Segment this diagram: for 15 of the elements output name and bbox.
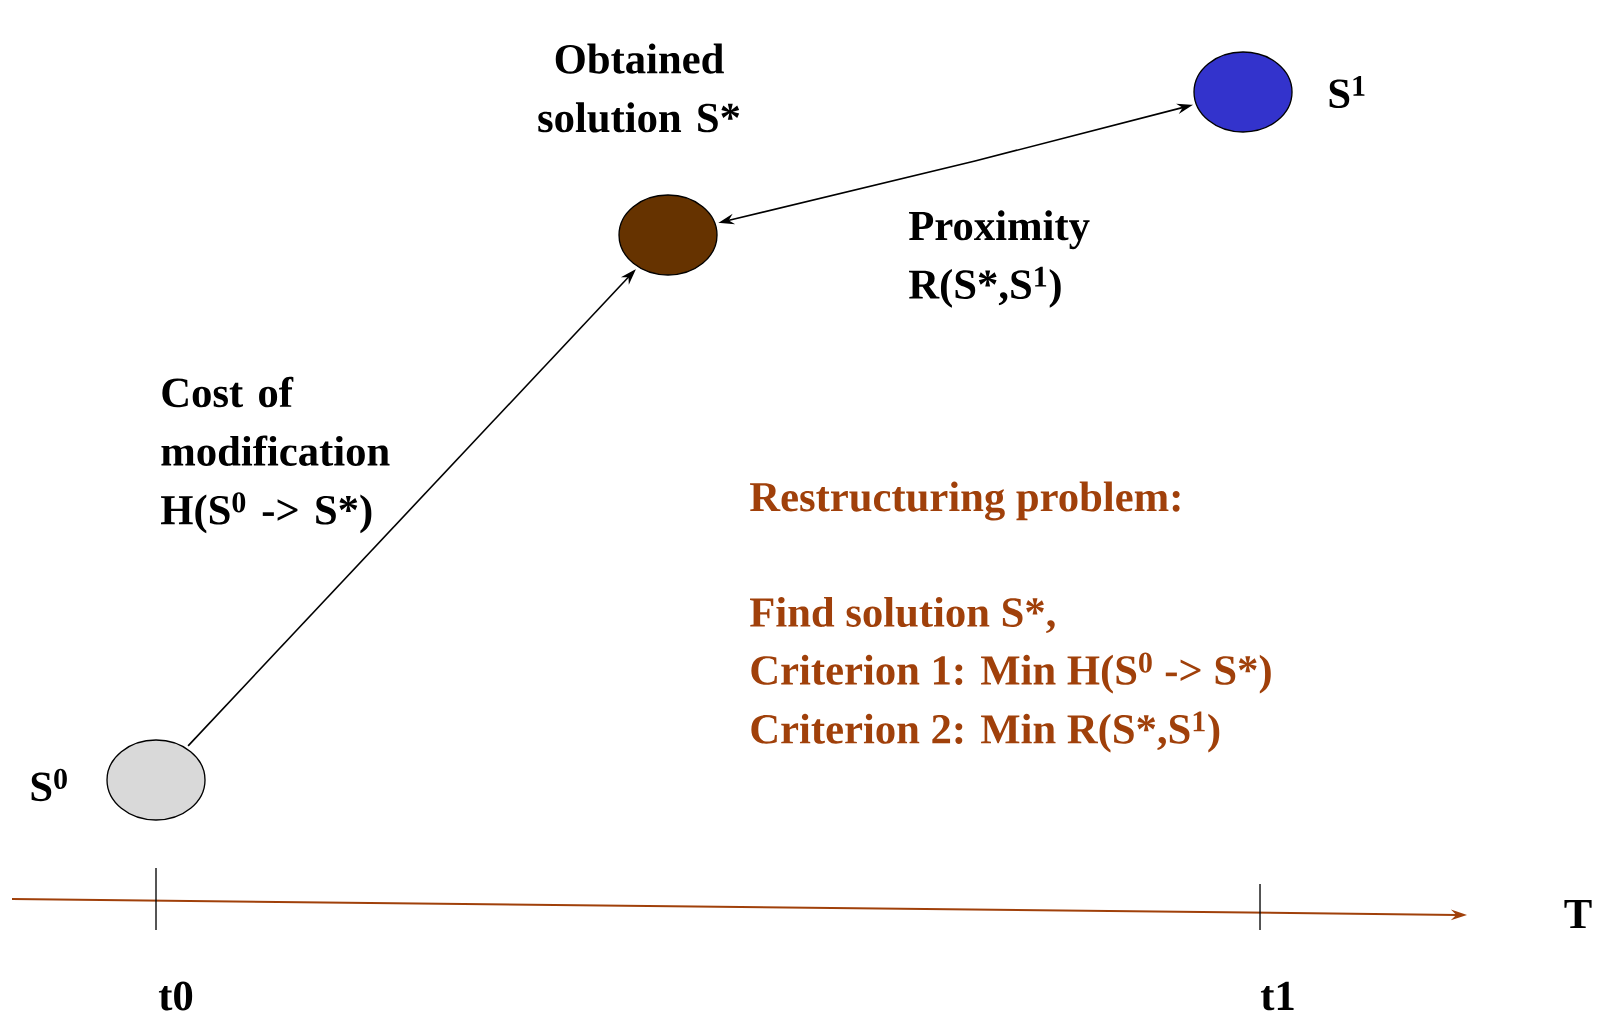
edge-label: Proximity R(S*,S$^{1}$) — [909, 210, 1090, 308]
problem-text: Criterion 1: Min H(S$^{0}$ -> S*) — [751, 652, 1271, 694]
ellipse — [106, 739, 206, 821]
node-label: S$^{1}$ — [1329, 75, 1365, 109]
problem-text: Restructuring problem: — [750, 481, 1180, 521]
problem-text: Find solution S*, — [750, 596, 1055, 634]
node-label: Obtained solution S* — [538, 43, 740, 133]
node-label: S$^{0}$ — [31, 768, 67, 802]
problem-text: Criterion 2: Min R(S*,S$^{1}$) — [751, 711, 1220, 753]
axis-label: T — [1564, 900, 1592, 928]
ellipse — [618, 194, 718, 276]
axis-label: t0 — [158, 981, 193, 1011]
axis-label: t1 — [1260, 981, 1294, 1011]
edge-label: Cost of modification H(S$^{0}$ -> S*) — [161, 376, 390, 534]
ellipse — [1193, 51, 1293, 133]
